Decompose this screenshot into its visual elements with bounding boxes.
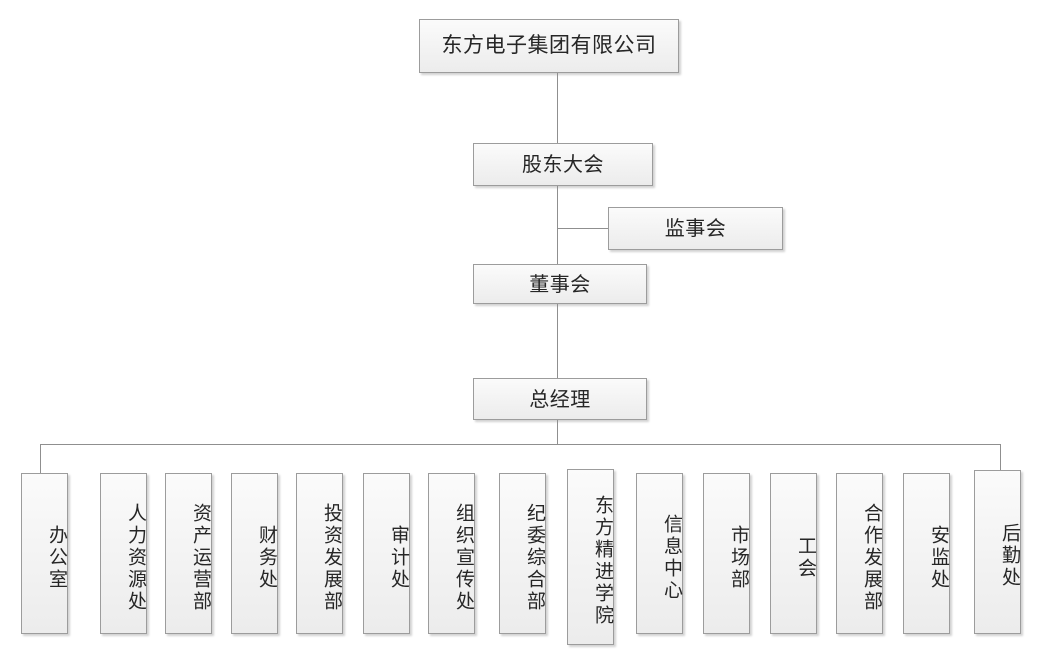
connector-company-to-shareholders — [557, 73, 558, 143]
department-label: 工会 — [795, 535, 817, 580]
department-label: 人力资源处 — [125, 502, 147, 613]
department-label: 办公室 — [46, 524, 68, 591]
node-department-finance[interactable]: 财务处 — [231, 473, 278, 634]
department-label: 财务处 — [256, 524, 278, 591]
department-label: 审计处 — [388, 524, 410, 591]
node-shareholders-meeting[interactable]: 股东大会 — [473, 143, 653, 186]
department-label: 组织宣传处 — [453, 502, 475, 613]
department-label: 安监处 — [928, 524, 950, 591]
node-board-of-directors[interactable]: 董事会 — [473, 264, 647, 304]
node-board-label: 董事会 — [529, 271, 591, 296]
node-department-logistics[interactable]: 后勤处 — [974, 470, 1021, 634]
node-general-manager-label: 总经理 — [529, 386, 591, 411]
department-label: 信息中心 — [661, 513, 683, 602]
department-label: 东方精进学院 — [592, 495, 614, 627]
node-general-manager[interactable]: 总经理 — [473, 378, 647, 420]
node-department-safety-supervision[interactable]: 安监处 — [903, 473, 950, 634]
node-department-organization-publicity[interactable]: 组织宣传处 — [428, 473, 475, 634]
department-label: 投资发展部 — [321, 502, 343, 613]
connector-bus-right-drop — [1000, 444, 1001, 470]
department-label: 市场部 — [728, 524, 750, 591]
node-department-labor-union[interactable]: 工会 — [770, 473, 817, 634]
node-shareholders-label: 股东大会 — [522, 152, 604, 177]
department-label: 纪委综合部 — [524, 502, 546, 613]
department-label: 资产运营部 — [190, 502, 212, 613]
node-company-label: 东方电子集团有限公司 — [441, 33, 657, 58]
node-department-office[interactable]: 办公室 — [21, 473, 68, 634]
node-company[interactable]: 东方电子集团有限公司 — [419, 19, 679, 73]
connector-to-supervisors — [557, 228, 608, 229]
node-department-investment-development[interactable]: 投资发展部 — [296, 473, 343, 634]
node-department-human-resources[interactable]: 人力资源处 — [100, 473, 147, 634]
node-department-cooperation-development[interactable]: 合作发展部 — [836, 473, 883, 634]
connector-gm-to-bus — [557, 420, 558, 444]
node-department-information-center[interactable]: 信息中心 — [636, 473, 683, 634]
node-board-of-supervisors[interactable]: 监事会 — [608, 207, 783, 250]
department-label: 后勤处 — [999, 523, 1021, 589]
node-department-dongfang-academy[interactable]: 东方精进学院 — [567, 469, 614, 645]
department-label: 合作发展部 — [861, 502, 883, 613]
connector-shareholders-to-board — [557, 186, 558, 264]
connector-bus-left-drop — [40, 444, 41, 473]
connector-board-to-general-manager — [557, 304, 558, 378]
node-supervisors-label: 监事会 — [664, 216, 727, 241]
node-department-discipline-inspection[interactable]: 纪委综合部 — [499, 473, 546, 634]
node-department-marketing[interactable]: 市场部 — [703, 473, 750, 634]
department-bus-line — [40, 444, 1001, 445]
node-department-audit[interactable]: 审计处 — [363, 473, 410, 634]
node-department-asset-operations[interactable]: 资产运营部 — [165, 473, 212, 634]
